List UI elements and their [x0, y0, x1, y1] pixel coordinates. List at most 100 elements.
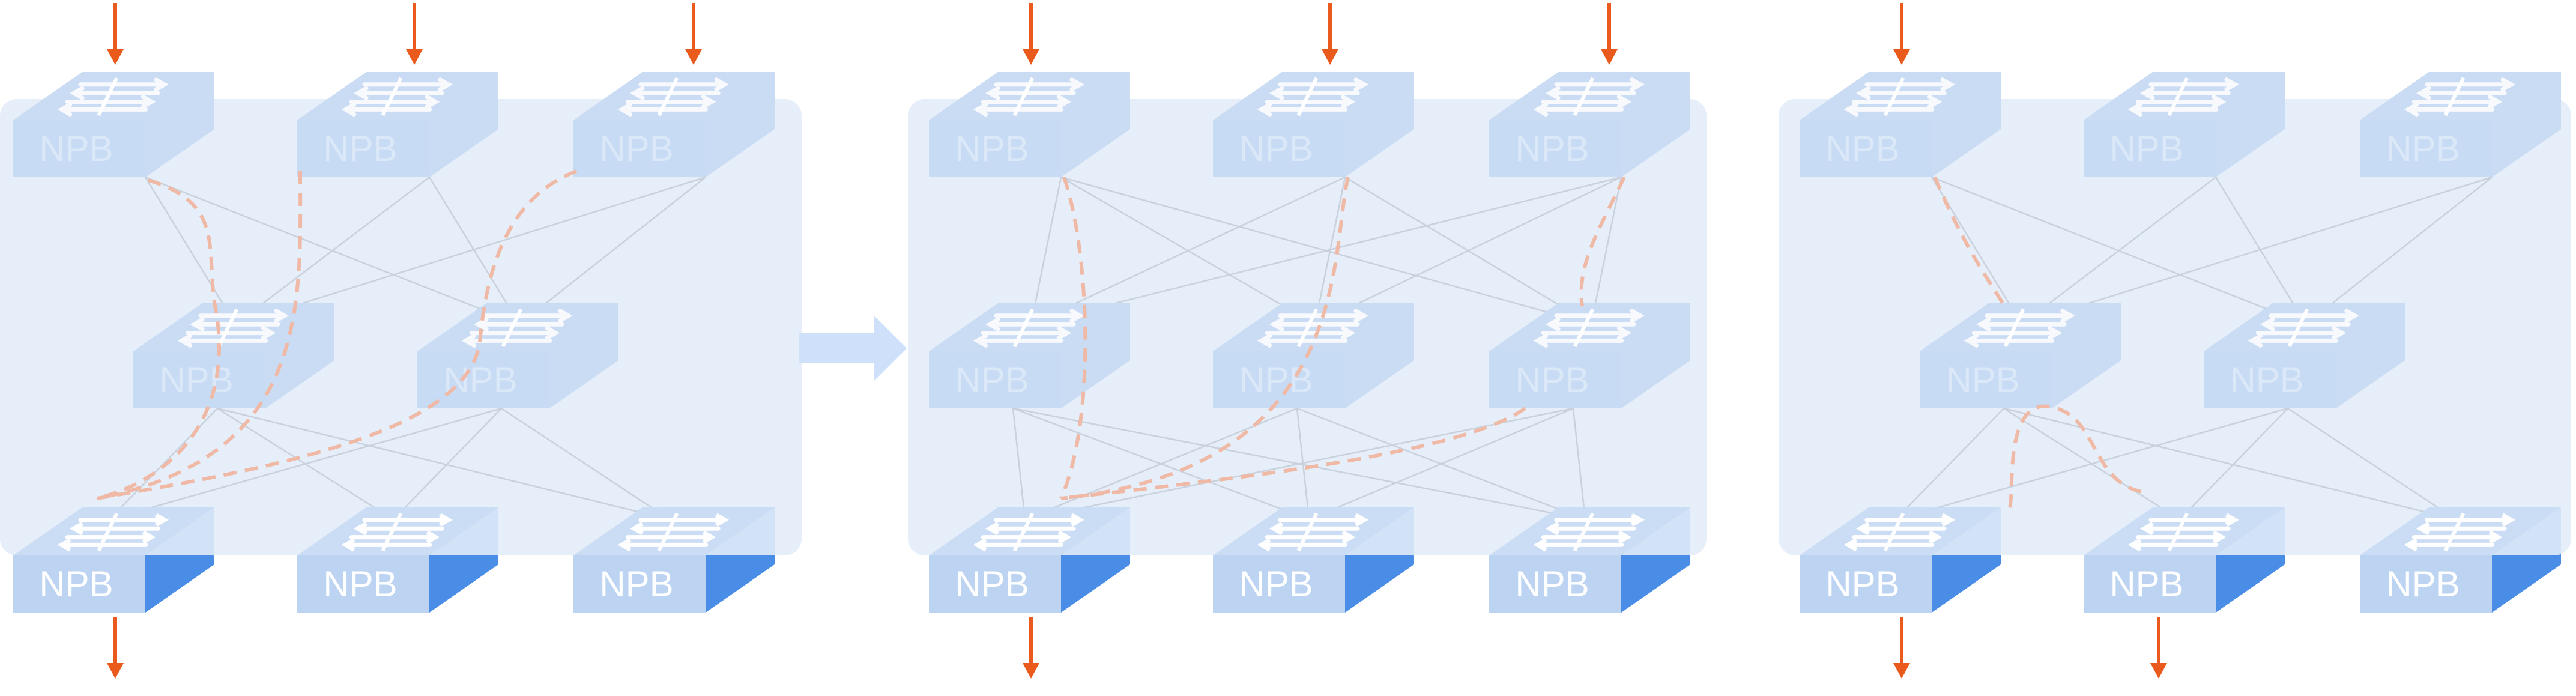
link-line [393, 408, 502, 520]
top-switch-3: NPB [2360, 72, 2561, 177]
top-switch-2: NPB [2084, 72, 2285, 177]
switch-front-face [929, 351, 1061, 408]
switch-front-face [2084, 120, 2216, 177]
top-switch-2: NPB [297, 72, 498, 177]
bottom-switch-2-top-overlay [297, 507, 498, 555]
npb-label: NPB [443, 360, 517, 400]
link-line [2003, 407, 2457, 521]
switch-front-face [1213, 120, 1345, 177]
npb-label: NPB [955, 129, 1029, 169]
switch-arrows-icon [2248, 309, 2359, 348]
switch-arrows-icon [2127, 77, 2239, 117]
npb-label: NPB [39, 564, 113, 604]
link-line [519, 177, 706, 325]
traffic-path [1933, 176, 2004, 304]
switch-front-face [929, 120, 1061, 177]
npb-label: NPB [599, 129, 673, 169]
top-switch-1: NPB [1800, 72, 2001, 177]
link-line [2179, 408, 2288, 520]
link-line [109, 407, 502, 521]
npb-label: NPB [39, 129, 113, 169]
link-line [2305, 177, 2493, 325]
panel-2-input-arrow-top-right [1601, 3, 1618, 65]
switch-side-face [265, 303, 334, 408]
switch-divider [97, 77, 119, 117]
switch-front-face [1489, 120, 1621, 177]
link-line [235, 177, 430, 325]
switch-divider [1296, 308, 1319, 348]
switch-side-face [429, 72, 498, 177]
switch-divider [1012, 77, 1035, 117]
switch-arrows-icon [617, 77, 729, 117]
switch-side-face [1061, 303, 1130, 408]
panel-3-output-arrow-bottom-center [2150, 617, 2167, 679]
npb-label: NPB [2109, 564, 2183, 604]
switch-divider [1883, 77, 1905, 117]
switch-side-face [2492, 72, 2561, 177]
switch-arrows-icon [177, 309, 289, 348]
top-switch-2: NPB [1213, 72, 1414, 177]
switch-divider [657, 77, 679, 117]
bottom-switch-1-top-overlay [929, 507, 1130, 555]
switch-front-face [2084, 555, 2216, 613]
switch-front-face [2360, 120, 2492, 177]
link-line [1895, 408, 2004, 520]
middle-switch-1: NPB [1920, 303, 2121, 408]
npb-label: NPB [1515, 360, 1589, 400]
switch-front-face [1213, 351, 1345, 408]
switch-side-face [1621, 303, 1690, 408]
switch-divider [217, 308, 239, 348]
switch-side-face [1345, 72, 1414, 177]
switch-front-face [573, 120, 706, 177]
switch-front-face [1489, 555, 1621, 613]
link-line [2215, 177, 2307, 325]
middle-switch-3: NPB [1489, 303, 1690, 408]
link-line [235, 176, 706, 325]
switch-front-face [1800, 120, 1932, 177]
switch-divider [381, 77, 403, 117]
bottom-switch-3-top-overlay [1489, 507, 1690, 555]
traffic-path [1059, 177, 1087, 500]
panel-3-input-arrow-top-left [1893, 3, 1910, 65]
npb-label: NPB [323, 564, 397, 604]
link-line [1012, 408, 1026, 520]
npb-label: NPB [1515, 564, 1589, 604]
switch-side-face [1061, 72, 1130, 177]
link-line [217, 407, 670, 521]
switch-front-face [13, 120, 145, 177]
npb-label: NPB [159, 360, 233, 400]
switch-divider [2287, 308, 2309, 348]
panel-1-input-arrow-top-left [107, 3, 124, 65]
link-line [1030, 177, 1062, 325]
bottom-switch-3-top-overlay [573, 507, 775, 555]
switch-side-face [706, 72, 775, 177]
npb-label: NPB [955, 564, 1029, 604]
npb-label: NPB [2109, 129, 2183, 169]
bottom-switch-1-top-overlay [13, 507, 214, 555]
switch-front-face [1489, 351, 1621, 408]
switch-side-face [1932, 72, 2001, 177]
link-line [1572, 408, 1586, 520]
middle-switch-2: NPB [2204, 303, 2405, 408]
switch-front-face [1213, 555, 1345, 613]
npb-label: NPB [1946, 360, 2019, 400]
panel-1-input-arrow-top-center [406, 3, 423, 65]
switch-divider [501, 308, 523, 348]
switch-front-face [929, 555, 1061, 613]
link-line [1296, 408, 1310, 520]
bottom-switch-1-top-overlay [1800, 507, 2001, 555]
traffic-path [1060, 407, 1526, 500]
npb-label: NPB [2230, 360, 2303, 400]
panel-3-output-arrow-bottom-left [1893, 617, 1910, 679]
link-line [1030, 176, 1346, 325]
link-line [501, 407, 670, 521]
npb-label: NPB [1825, 129, 1899, 169]
switch-arrows-icon [1964, 309, 2075, 348]
panel-1-background [0, 99, 802, 555]
link-line [144, 177, 237, 325]
link-line [2021, 176, 2493, 325]
panel-1-output-arrow-bottom-left [107, 617, 124, 679]
switch-front-face [297, 555, 429, 613]
npb-label: NPB [1239, 564, 1313, 604]
switch-side-face [2336, 303, 2405, 408]
